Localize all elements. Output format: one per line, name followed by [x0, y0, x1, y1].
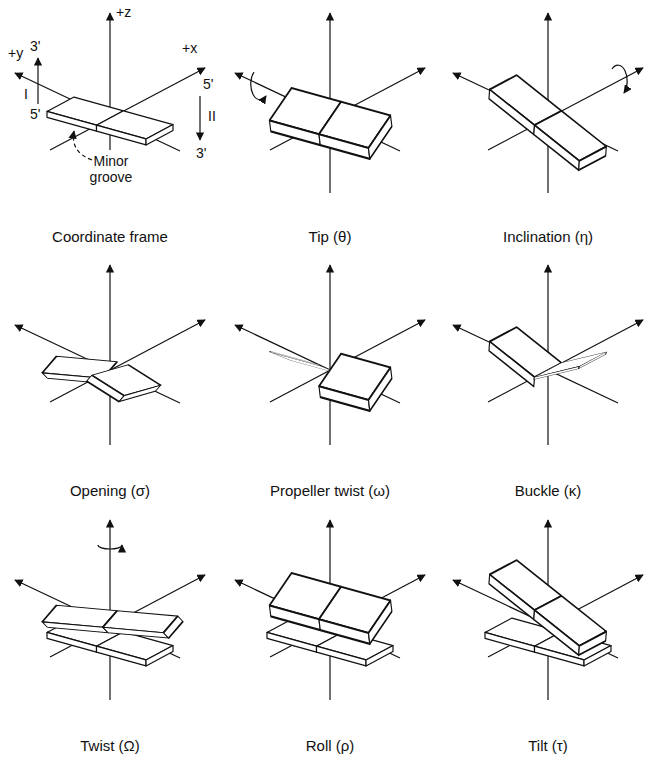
strand-label: I: [24, 86, 28, 102]
panel: [453, 13, 643, 193]
base-pair: [486, 552, 610, 663]
strand-arrow: [199, 96, 200, 140]
base-pair: [47, 97, 173, 145]
panel-caption: Tip (θ): [230, 228, 430, 246]
panel: [15, 265, 205, 445]
panel-caption: Inclination (η): [448, 228, 648, 246]
base-block: [316, 342, 395, 422]
panel: [453, 520, 643, 700]
strand-label: II: [208, 108, 216, 124]
axes: [235, 520, 425, 700]
panel: [235, 13, 425, 193]
panel: [453, 265, 643, 445]
axes: [453, 13, 643, 193]
strand-end-label: 3': [30, 38, 40, 54]
axis-label: +x: [182, 40, 197, 56]
strand-arrow: [37, 58, 38, 104]
panel-caption: Opening (σ): [10, 482, 210, 500]
base-pair: [266, 65, 395, 181]
panel-caption: Buckle (κ): [448, 482, 648, 500]
rotation-arrow: [251, 72, 266, 100]
strand-end-label: 3': [196, 145, 206, 161]
groove-pointer: [73, 131, 92, 160]
base-block: [487, 319, 563, 394]
y-axis: [15, 73, 180, 151]
axis-label: +z: [116, 4, 131, 20]
rotation-arrow: [98, 545, 122, 549]
axes: [453, 520, 643, 700]
panel-caption: Tilt (τ): [448, 737, 648, 755]
base-block: [532, 347, 608, 385]
axes: [15, 265, 205, 445]
axes: [453, 265, 643, 445]
panel: [235, 520, 425, 700]
axes: [15, 13, 205, 151]
panel: [15, 520, 205, 700]
panel: [15, 13, 205, 151]
axes: [235, 13, 425, 193]
rotation-arrow: [612, 65, 627, 93]
panel-caption: Twist (Ω): [10, 737, 210, 755]
panel-caption: Propeller twist (ω): [230, 482, 430, 500]
strand-arrows: [38, 58, 200, 160]
axes: [235, 265, 425, 445]
panel: [235, 265, 425, 445]
panel-caption: Roll (ρ): [230, 737, 430, 755]
base-block: [75, 361, 173, 405]
base-pair: [266, 550, 395, 666]
axes: [15, 520, 205, 700]
strand-end-label: 5': [30, 106, 40, 122]
base-pair: [30, 592, 195, 652]
groove-label: Minor groove: [78, 153, 144, 185]
panel-caption: Coordinate frame: [10, 228, 210, 246]
strand-end-label: 5': [203, 76, 213, 92]
axis-label: +y: [8, 45, 23, 61]
base-pair: [486, 67, 610, 178]
